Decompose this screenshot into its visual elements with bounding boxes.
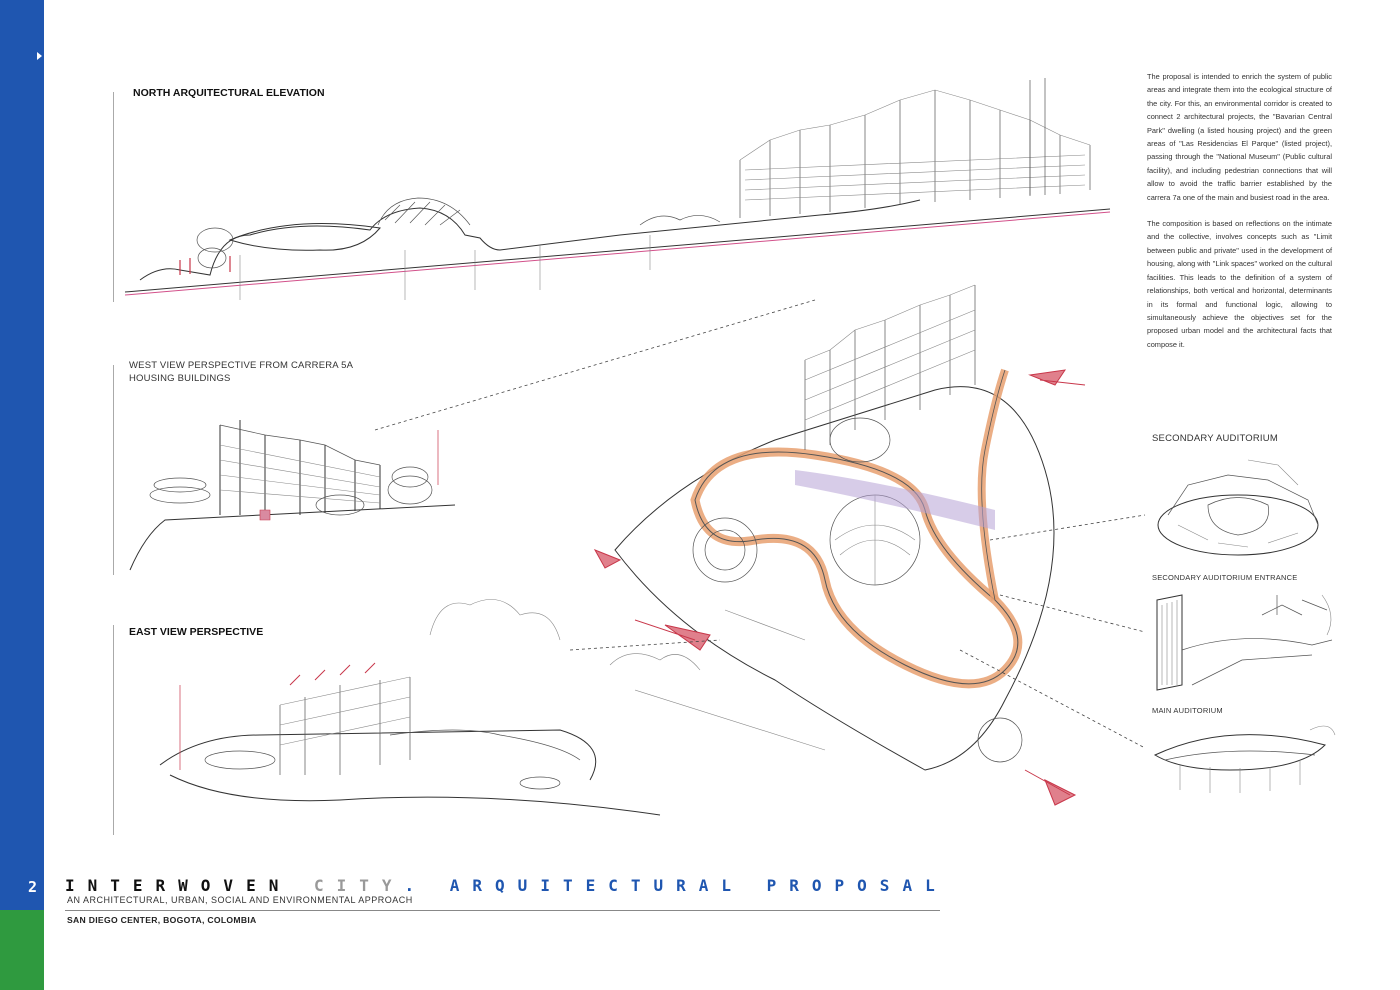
secondary-auditorium-entrance-sketch xyxy=(1156,594,1333,691)
secondary-auditorium-title: SECONDARY AUDITORIUM xyxy=(1152,433,1278,444)
title-part-interwoven: INTERWOVEN xyxy=(65,876,292,895)
sidebar-green-block xyxy=(0,910,44,990)
aerial-plan-sketch xyxy=(593,284,1086,806)
guide-line-west xyxy=(113,365,114,575)
title-part-city: CITY xyxy=(313,876,405,895)
east-view-sketch xyxy=(159,599,701,816)
project-description: The proposal is intended to enrich the s… xyxy=(1147,70,1332,364)
page-title: INTERWOVEN CITY. ARQUITECTURAL PROPOSAL xyxy=(65,876,948,895)
sidebar-bar xyxy=(0,0,44,990)
guide-line-north xyxy=(113,92,114,302)
west-view-title-line2: HOUSING BUILDINGS xyxy=(129,373,231,384)
project-location: SAN DIEGO CENTER, BOGOTA, COLOMBIA xyxy=(67,915,257,925)
west-view-sketch xyxy=(129,420,456,571)
page-subtitle: AN ARCHITECTURAL, URBAN, SOCIAL AND ENVI… xyxy=(67,895,413,905)
title-part-proposal: ARQUITECTURAL PROPOSAL xyxy=(449,876,948,895)
main-auditorium-title: MAIN AUDITORIUM xyxy=(1152,706,1223,715)
title-divider xyxy=(65,910,940,911)
secondary-auditorium-sketch xyxy=(1157,459,1319,556)
west-view-title-line1: WEST VIEW PERSPECTIVE FROM CARRERA 5A xyxy=(129,360,354,371)
page-number: 2 xyxy=(28,878,38,896)
title-separator: . xyxy=(404,876,428,895)
guide-line-east xyxy=(113,625,114,835)
east-view-title: EAST VIEW PERSPECTIVE xyxy=(129,626,264,638)
secondary-auditorium-entrance-title: SECONDARY AUDITORIUM ENTRANCE xyxy=(1152,573,1298,582)
north-elevation-sketch xyxy=(124,78,1111,300)
sidebar-arrow-icon[interactable] xyxy=(37,52,42,60)
main-auditorium-sketch xyxy=(1153,725,1336,793)
description-paragraph-1: The proposal is intended to enrich the s… xyxy=(1147,72,1332,202)
north-elevation-title: NORTH ARQUITECTURAL ELEVATION xyxy=(133,87,325,99)
description-paragraph-2: The composition is based on reflections … xyxy=(1147,219,1332,349)
